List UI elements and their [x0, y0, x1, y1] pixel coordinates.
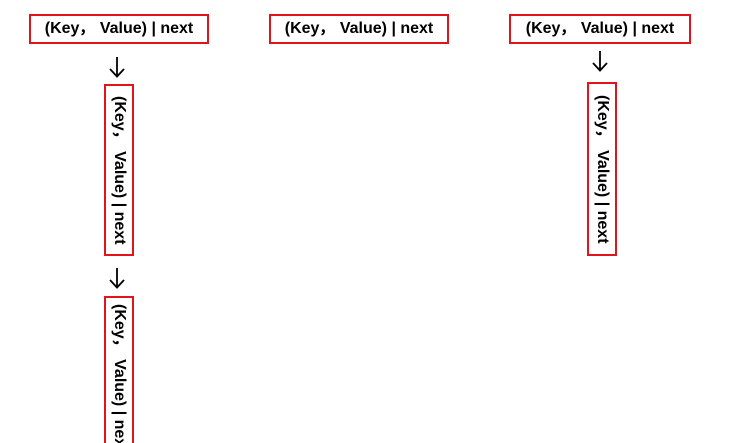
chain-1-node-1-label: (Key， Value) | next	[111, 95, 128, 245]
bucket-node-2: (Key， Value) | next	[269, 14, 449, 44]
chain-3-node-1-label: (Key， Value) | next	[594, 94, 611, 244]
chain-1-node-2: (Key， Value) | next	[104, 296, 134, 443]
bucket-node-2-label: (Key， Value) | next	[284, 20, 434, 37]
bucket-node-1-label: (Key， Value) | next	[44, 20, 194, 37]
chain-1-node-1: (Key， Value) | next	[104, 84, 134, 256]
chain-3-node-1: (Key， Value) | next	[587, 82, 617, 256]
bucket-node-3: (Key， Value) | next	[509, 14, 691, 44]
down-arrow-icon	[109, 268, 125, 289]
bucket-node-1: (Key， Value) | next	[29, 14, 209, 44]
chain-1-node-2-label: (Key， Value) | next	[111, 304, 128, 443]
bucket-node-3-label: (Key， Value) | next	[525, 20, 675, 37]
down-arrow-icon	[109, 57, 125, 78]
down-arrow-icon	[592, 51, 608, 72]
